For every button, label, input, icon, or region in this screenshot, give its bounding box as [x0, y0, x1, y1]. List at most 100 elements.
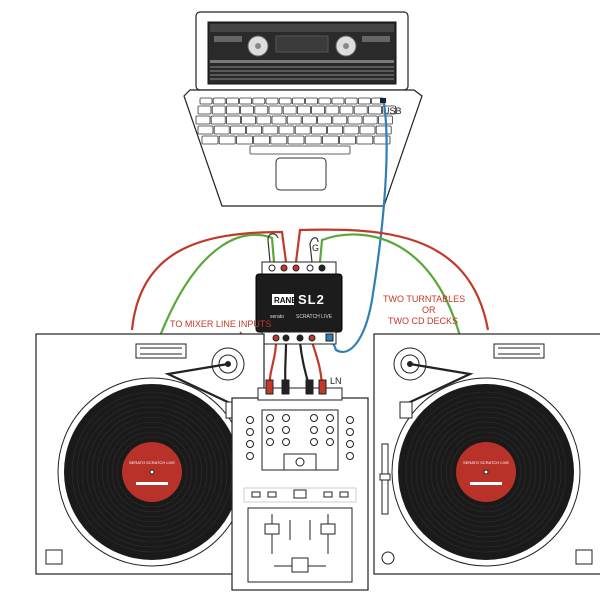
master-knob — [295, 457, 305, 467]
sl2-model-text: SL2 — [298, 292, 325, 307]
sl2-usb-jack — [325, 333, 334, 342]
key — [367, 105, 382, 115]
key — [347, 115, 363, 125]
key — [265, 97, 279, 105]
key — [287, 135, 305, 145]
ln2-label: LN — [330, 376, 342, 386]
key — [241, 115, 257, 125]
decks-label-line2: OR — [422, 305, 436, 315]
key — [252, 97, 266, 105]
laptop — [183, 11, 423, 207]
key — [268, 105, 283, 115]
top-control-panel — [493, 343, 545, 359]
channel-eq-knob — [266, 438, 274, 446]
key — [229, 125, 246, 135]
tonearm — [164, 362, 233, 405]
key — [310, 125, 327, 135]
usb-cable — [330, 102, 388, 353]
side-knob-right — [346, 416, 354, 424]
spindle — [483, 469, 489, 475]
usb-port — [380, 98, 386, 103]
deck-left-red-cable — [130, 230, 288, 331]
channel-eq-knob — [266, 414, 274, 422]
key — [210, 115, 226, 125]
key — [344, 97, 358, 105]
key — [254, 105, 269, 115]
record-label-text: SERATO SCRATCH LIVE — [463, 460, 509, 465]
key — [195, 115, 211, 125]
rane-logo-text: RANE — [274, 296, 297, 305]
key — [271, 115, 287, 125]
side-knob-right — [346, 452, 354, 460]
channel-eq-knob — [310, 414, 318, 422]
pitch-knob — [379, 473, 391, 481]
channel-eq-knob — [266, 426, 274, 434]
key — [305, 97, 319, 105]
key — [225, 115, 241, 125]
side-knob-left — [246, 428, 254, 436]
channel-eq-knob — [310, 426, 318, 434]
channel-fader-1 — [264, 523, 280, 535]
tonearm — [405, 362, 474, 405]
key — [332, 115, 348, 125]
key — [199, 97, 213, 105]
serato-brand-text: serato — [270, 314, 284, 320]
key — [212, 97, 226, 105]
ground-cable-left — [158, 233, 276, 337]
key — [357, 97, 371, 105]
mixer-knobs — [246, 414, 354, 460]
side-knob-left — [246, 416, 254, 424]
key — [239, 97, 253, 105]
key — [225, 97, 239, 105]
key — [356, 135, 374, 145]
channel-fader-2 — [320, 523, 336, 535]
key — [253, 135, 271, 145]
mixer-inputs-label: TO MIXER LINE INPUTS — [170, 319, 271, 329]
audio-cable-b — [309, 237, 319, 263]
sl2-bottom-jacks — [272, 333, 334, 342]
key — [286, 115, 302, 125]
key — [211, 105, 226, 115]
dj-software-ui — [210, 24, 394, 80]
speed-button — [381, 551, 395, 565]
spacebar-key — [249, 145, 351, 155]
key — [294, 125, 311, 135]
key — [197, 105, 212, 115]
key — [201, 135, 219, 145]
record-label-text: SERATO SCRATCH LIVE — [129, 460, 175, 465]
top-control-panel — [135, 343, 187, 359]
channel-eq-knob — [310, 438, 318, 446]
key — [270, 135, 288, 145]
channel-eq-knob — [326, 438, 334, 446]
side-knob-left — [246, 452, 254, 460]
channel-eq-knob — [282, 426, 290, 434]
mixer-fader-panel — [247, 507, 353, 583]
record-label-stripe — [470, 482, 502, 485]
key — [317, 115, 333, 125]
mixer-buttons — [251, 489, 349, 499]
key — [262, 125, 279, 135]
key — [278, 97, 292, 105]
audio-cable-a — [267, 233, 279, 263]
key — [318, 97, 332, 105]
key — [339, 135, 357, 145]
channel-eq-knob — [282, 414, 290, 422]
start-stop-button — [575, 549, 593, 565]
decks-label-line1: TWO TURNTABLES — [383, 294, 465, 304]
key — [339, 105, 354, 115]
key — [359, 125, 376, 135]
key — [218, 135, 236, 145]
key — [353, 105, 368, 115]
key — [343, 125, 360, 135]
key — [291, 97, 305, 105]
rane-logo — [272, 294, 294, 305]
key — [327, 125, 344, 135]
sl2-top-jacks — [268, 264, 326, 272]
key — [331, 97, 345, 105]
key — [197, 125, 214, 135]
side-knob-left — [246, 440, 254, 448]
channel-eq-knob — [282, 438, 290, 446]
laptop-trackpad — [275, 157, 327, 191]
